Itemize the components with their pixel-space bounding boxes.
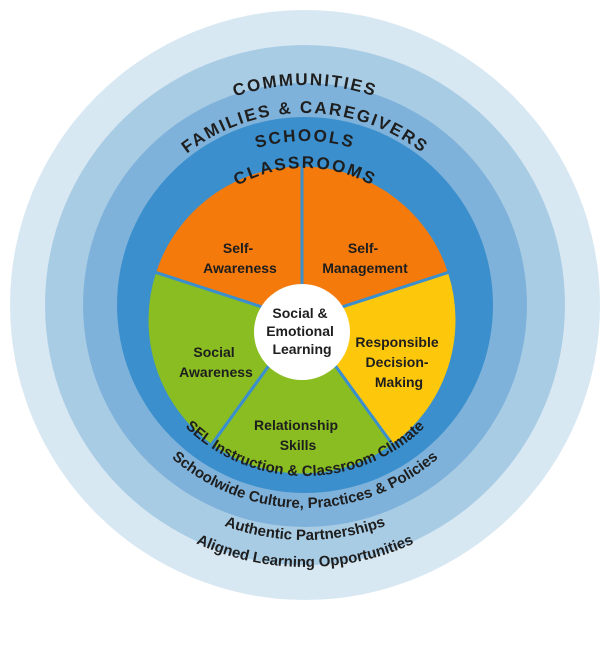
segment-self-awareness[interactable] [152, 163, 304, 323]
segment-self-management[interactable] [300, 163, 452, 323]
segment-label-relationship: Relationship Skills [254, 417, 342, 453]
segment-relationship-skills[interactable] [208, 317, 396, 477]
segment-label-responsible: Responsible Decision- Making [355, 334, 442, 390]
segment-label-self-management: Self- Management [322, 240, 408, 276]
segment-label-self-awareness: Self- Awareness [203, 240, 277, 276]
center-circle [254, 284, 350, 380]
segment-label-social-awareness: Social Awareness [179, 344, 253, 380]
center-label-sel: Social & Emotional Learning [266, 305, 338, 357]
